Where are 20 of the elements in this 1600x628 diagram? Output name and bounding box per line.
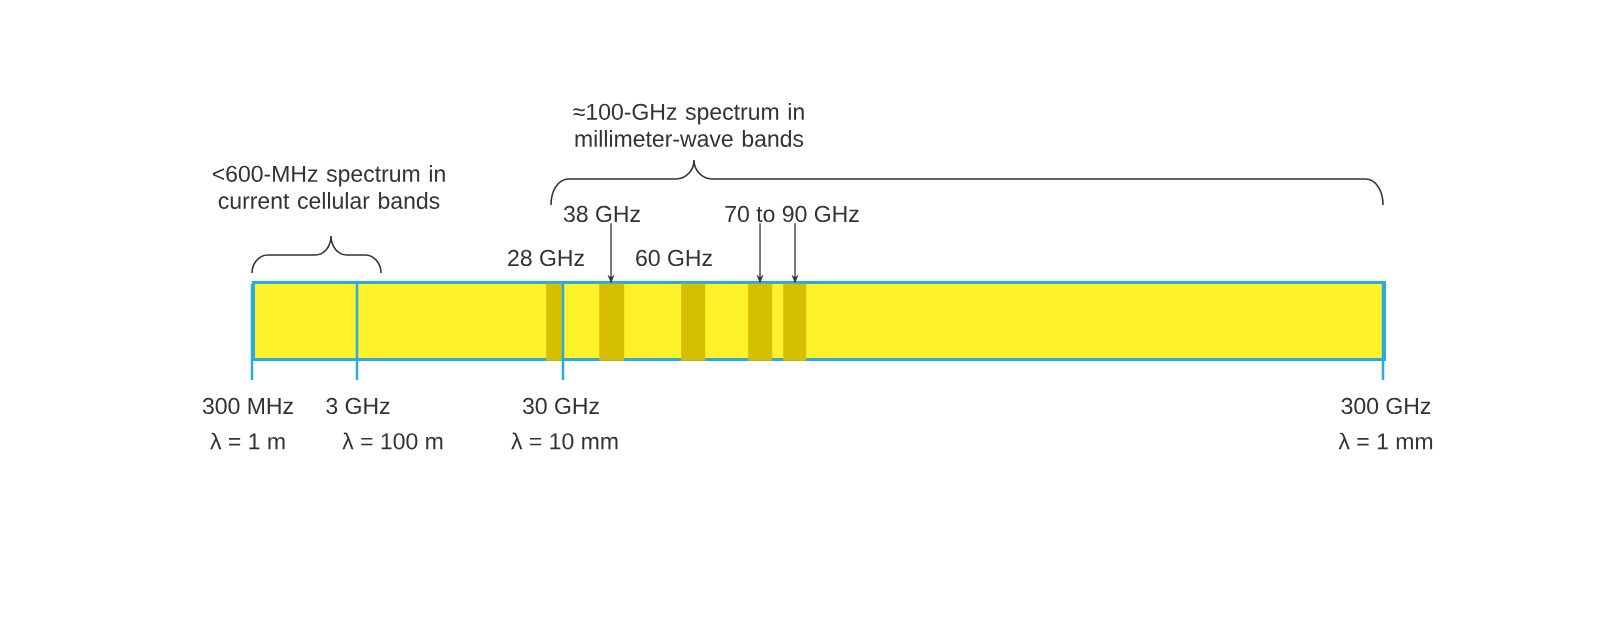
- frequency-band-stripe: [748, 283, 773, 361]
- tick-label: 3 GHz: [326, 397, 390, 415]
- tick-label: λ = 10 mm: [511, 432, 618, 450]
- band-label: 70 to 90 GHz: [725, 205, 859, 223]
- band-label: 60 GHz: [636, 249, 712, 267]
- band-label: 38 GHz: [563, 205, 640, 223]
- tick-label: λ = 1 mm: [1338, 432, 1433, 450]
- frequency-band-stripe: [681, 283, 706, 361]
- frequency-band-stripe: [546, 283, 563, 361]
- tick-label: 300 MHz: [202, 397, 293, 415]
- frequency-band-stripe: [599, 283, 625, 361]
- spectrum-bar: [252, 281, 1386, 361]
- tick-label: λ = 1 m: [210, 432, 285, 450]
- brace-label: ≈100-GHz spectrum in millimeter-wave bands: [573, 103, 804, 147]
- brace-label: <600-MHz spectrum in current cellular bands: [212, 165, 445, 209]
- tick-label: λ = 100 m: [342, 432, 443, 450]
- tick-label: 300 GHz: [1341, 397, 1431, 415]
- frequency-band-stripe: [783, 283, 807, 361]
- tick-label: 30 GHz: [522, 397, 599, 415]
- band-label: 28 GHz: [508, 249, 584, 267]
